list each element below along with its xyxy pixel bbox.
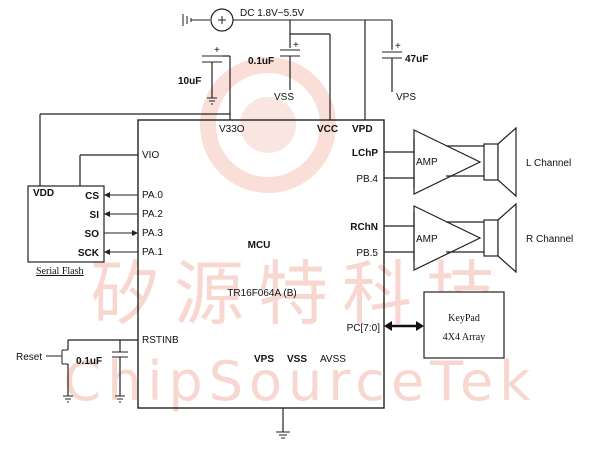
pin-vps: VPS: [254, 354, 274, 365]
mcu-title: MCU: [248, 240, 271, 251]
pin-vio: VIO: [142, 150, 159, 161]
reset-label: Reset: [16, 352, 42, 363]
right-amp-wiring: [384, 205, 484, 271]
serial-flash-box: [27, 185, 105, 263]
right-channel-label: R Channel: [526, 234, 573, 245]
svg-text:+: +: [214, 45, 220, 56]
pin-pa0: PA.0: [142, 190, 163, 201]
vio-wiring: [39, 113, 230, 186]
flash-vdd-pin: VDD: [33, 188, 54, 199]
right-speaker: [483, 202, 517, 274]
svg-text:+: +: [293, 40, 299, 51]
left-amp-wiring: [384, 129, 484, 195]
left-speaker: [483, 126, 517, 198]
pin-v33o: V33O: [219, 124, 245, 135]
flash-pin-cs: CS: [85, 191, 99, 202]
keypad-label: KeyPad: [448, 313, 480, 324]
cap-vpd-net: VPS: [396, 92, 416, 103]
spi-bus: [104, 192, 138, 255]
pin-rstinb: RSTINB: [142, 335, 179, 346]
pin-pa3: PA.3: [142, 228, 163, 239]
cap-vcc-net: VSS: [274, 92, 294, 103]
mcu-box: [137, 119, 385, 409]
pin-rchn: RChN: [350, 222, 378, 233]
pin-pa1: PA.1: [142, 247, 163, 258]
ground-symbol: [276, 408, 290, 439]
left-channel-label: L Channel: [526, 158, 571, 169]
pin-pb5: PB.5: [356, 248, 378, 259]
cap-vpd-value: 47uF: [405, 54, 428, 65]
supply-wiring: + + +: [182, 8, 402, 120]
reset-cap-value: 0.1uF: [76, 356, 102, 367]
flash-pin-so: SO: [85, 229, 100, 240]
mcu-part-number: TR16F064A (B): [227, 288, 296, 299]
keypad-array-label: 4X4 Array: [443, 332, 486, 343]
pin-lchp: LChP: [352, 148, 378, 159]
cap-vcc-value: 0.1uF: [248, 56, 274, 67]
right-amp-label: AMP: [416, 234, 438, 245]
pin-pa2: PA.2: [142, 209, 163, 220]
flash-pin-sck: SCK: [78, 248, 100, 259]
cap-v33-value: 10uF: [178, 76, 201, 87]
keypad-box: [423, 291, 505, 359]
flash-pin-si: SI: [90, 210, 100, 221]
pin-vpd: VPD: [352, 124, 373, 135]
svg-text:+: +: [395, 41, 401, 52]
watermark-en: ChipSourceTek: [64, 350, 537, 413]
pin-avss: AVSS: [320, 354, 346, 365]
dc-supply-label: DC 1.8V~5.5V: [240, 8, 305, 19]
keypad-bus-arrow: [384, 321, 424, 331]
left-amp-label: AMP: [416, 157, 438, 168]
pin-pb4: PB.4: [356, 174, 378, 185]
serial-flash-label: Serial Flash: [36, 266, 84, 277]
pin-vcc: VCC: [317, 124, 338, 135]
pin-vss: VSS: [287, 354, 307, 365]
reset-circuit: [46, 339, 138, 403]
pin-pc: PC[7:0]: [347, 323, 381, 334]
